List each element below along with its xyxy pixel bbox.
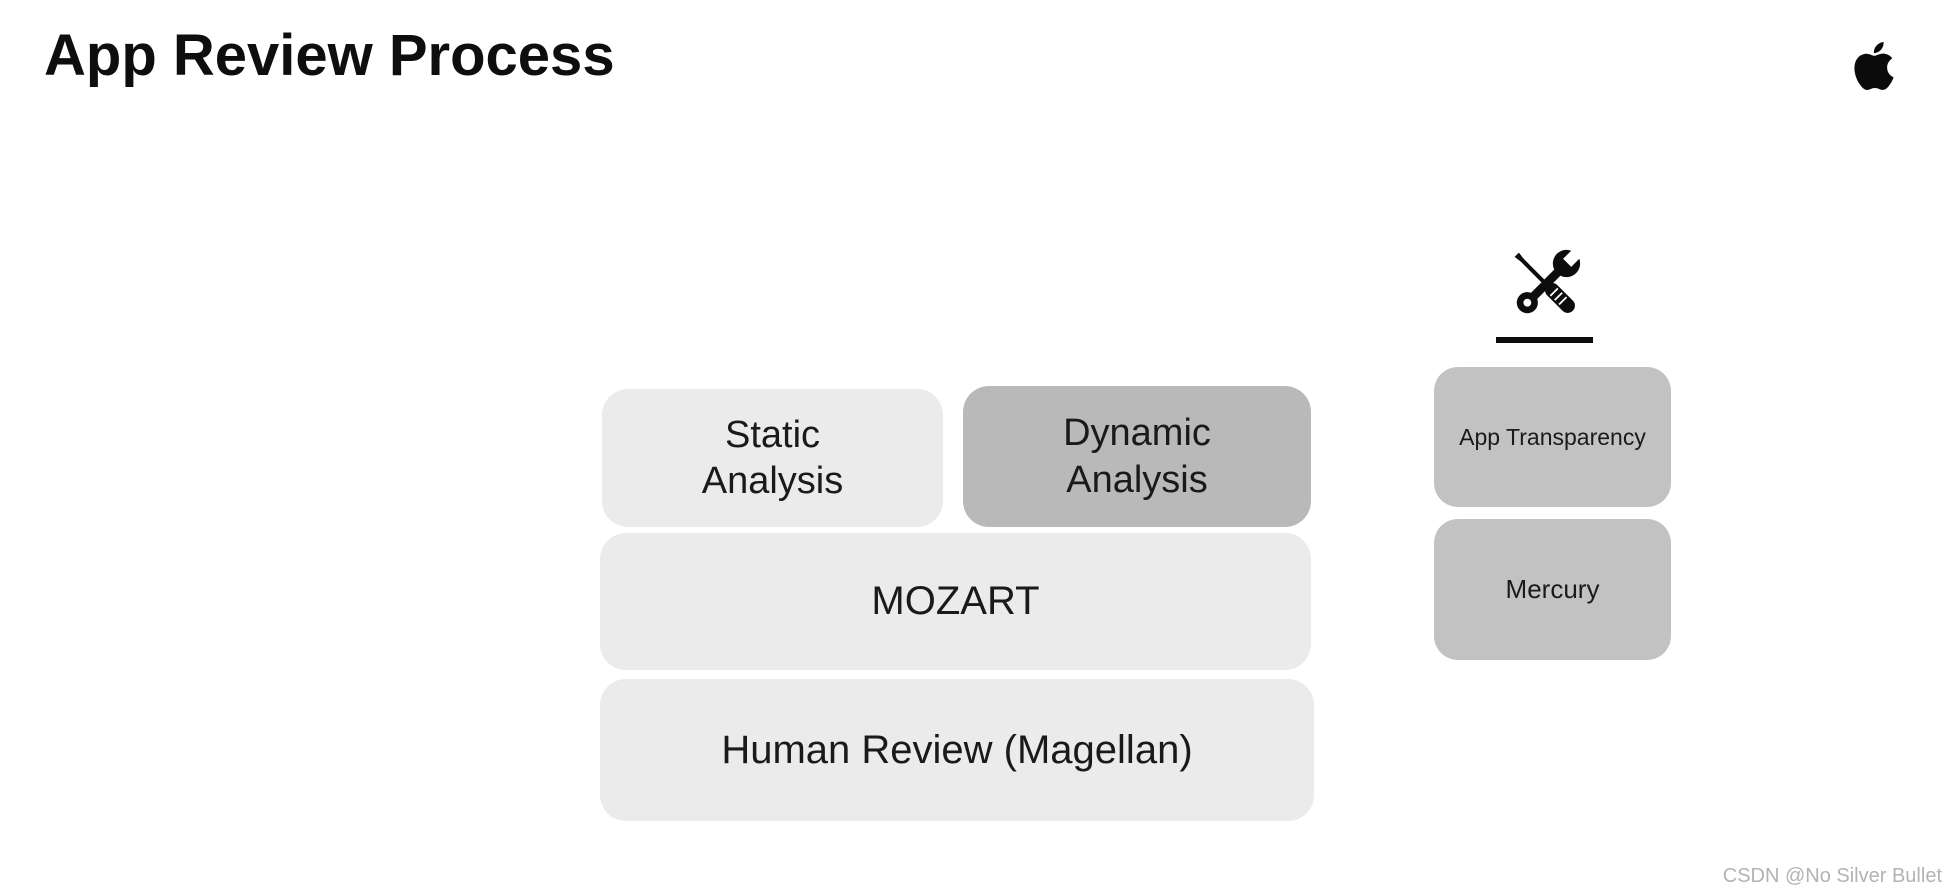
box-mercury: Mercury: [1434, 519, 1671, 660]
screwdriver-wrench-icon: [1514, 249, 1581, 314]
box-mozart-label: MOZART: [871, 579, 1040, 624]
tools-icon-group: [1496, 240, 1596, 343]
watermark: CSDN @No Silver Bullet: [1722, 865, 1942, 887]
box-human-review-magellan: Human Review (Magellan): [600, 679, 1314, 821]
box-human-review-label: Human Review (Magellan): [721, 727, 1193, 772]
box-mercury-label: Mercury: [1505, 573, 1600, 604]
box-dynamic-analysis: Dynamic Analysis: [963, 386, 1311, 527]
page-title: App Review Process: [44, 23, 615, 88]
apple-logo-icon: [1854, 42, 1894, 91]
box-dynamic-analysis-label: Dynamic Analysis: [1063, 412, 1211, 501]
box-app-transparency-label: App Transparency: [1459, 423, 1646, 450]
tools-underline: [1496, 337, 1593, 343]
box-app-transparency: App Transparency: [1434, 367, 1671, 507]
box-static-analysis: Static Analysis: [602, 389, 943, 527]
box-mozart: MOZART: [600, 533, 1311, 670]
box-static-analysis-label: Static Analysis: [701, 413, 844, 502]
